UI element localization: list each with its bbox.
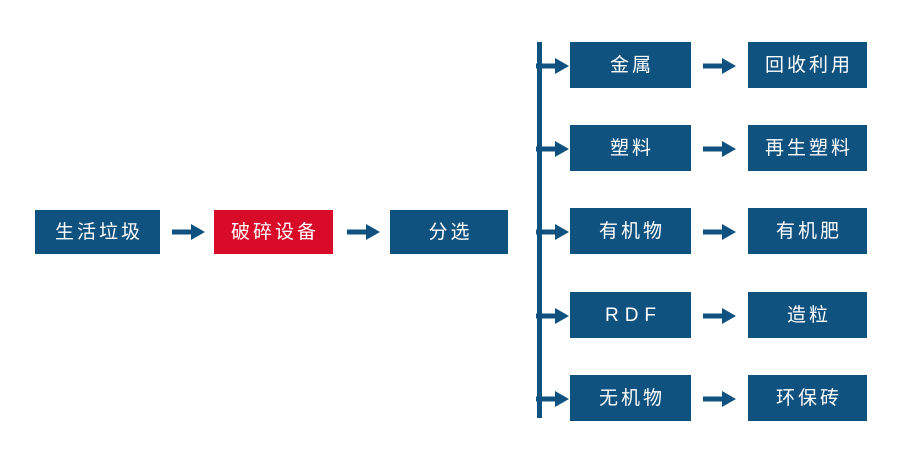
node-product-recycling[interactable]: 回收利用 xyxy=(748,42,867,88)
arrow-rdf-to-pelletizing-icon xyxy=(703,305,737,327)
node-material-metal[interactable]: 金属 xyxy=(570,42,691,88)
node-sorting[interactable]: 分选 xyxy=(390,210,508,254)
arrow-plastic-to-recycled-plastic-icon xyxy=(703,138,737,160)
branch-arrow-icon-2 xyxy=(536,138,570,160)
arrow-crusher-to-sorting-icon xyxy=(347,221,381,243)
arrow-waste-to-crusher-icon xyxy=(172,221,206,243)
node-product-pelletizing[interactable]: 造粒 xyxy=(748,292,867,338)
node-material-inorganic[interactable]: 无机物 xyxy=(570,375,691,421)
node-material-plastic[interactable]: 塑料 xyxy=(570,125,691,171)
node-material-rdf[interactable]: RDF xyxy=(570,292,691,338)
arrow-organic-to-fertilizer-icon xyxy=(703,221,737,243)
branch-arrow-icon-4 xyxy=(536,305,570,327)
arrow-metal-to-recycling-icon xyxy=(703,55,737,77)
node-product-eco-brick[interactable]: 环保砖 xyxy=(748,375,867,421)
node-product-recycled-plastic[interactable]: 再生塑料 xyxy=(748,125,867,171)
node-crushing-equipment[interactable]: 破碎设备 xyxy=(214,210,333,254)
branch-arrow-icon-5 xyxy=(536,388,570,410)
node-domestic-waste[interactable]: 生活垃圾 xyxy=(35,210,160,254)
branch-arrow-icon-1 xyxy=(536,55,570,77)
node-material-organic[interactable]: 有机物 xyxy=(570,208,691,254)
arrow-inorganic-to-eco-brick-icon xyxy=(703,388,737,410)
node-product-organic-fertilizer[interactable]: 有机肥 xyxy=(748,208,867,254)
branch-arrow-icon-3 xyxy=(536,221,570,243)
